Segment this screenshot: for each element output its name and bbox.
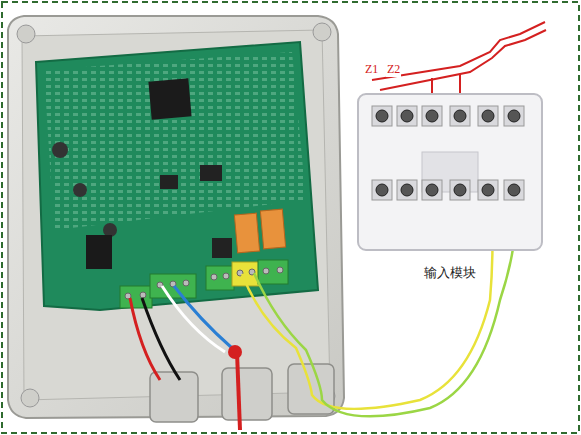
- enclosure-inner: [22, 30, 330, 400]
- relay: [260, 209, 285, 249]
- terminal-block: [150, 274, 196, 298]
- relay: [234, 213, 259, 253]
- pcb: [36, 42, 318, 310]
- mcu-chip: [148, 78, 191, 119]
- module-label: 输入模块: [352, 264, 548, 282]
- module-plate: [352, 86, 548, 256]
- terminal-block: [206, 266, 234, 290]
- input-module: 输入模块: [352, 86, 548, 286]
- enclosure: [8, 16, 344, 418]
- terminal-block: [120, 286, 152, 308]
- terminal-block: [258, 260, 288, 284]
- signal-name: Z1: [364, 62, 379, 77]
- signal-name: Z2: [386, 62, 401, 77]
